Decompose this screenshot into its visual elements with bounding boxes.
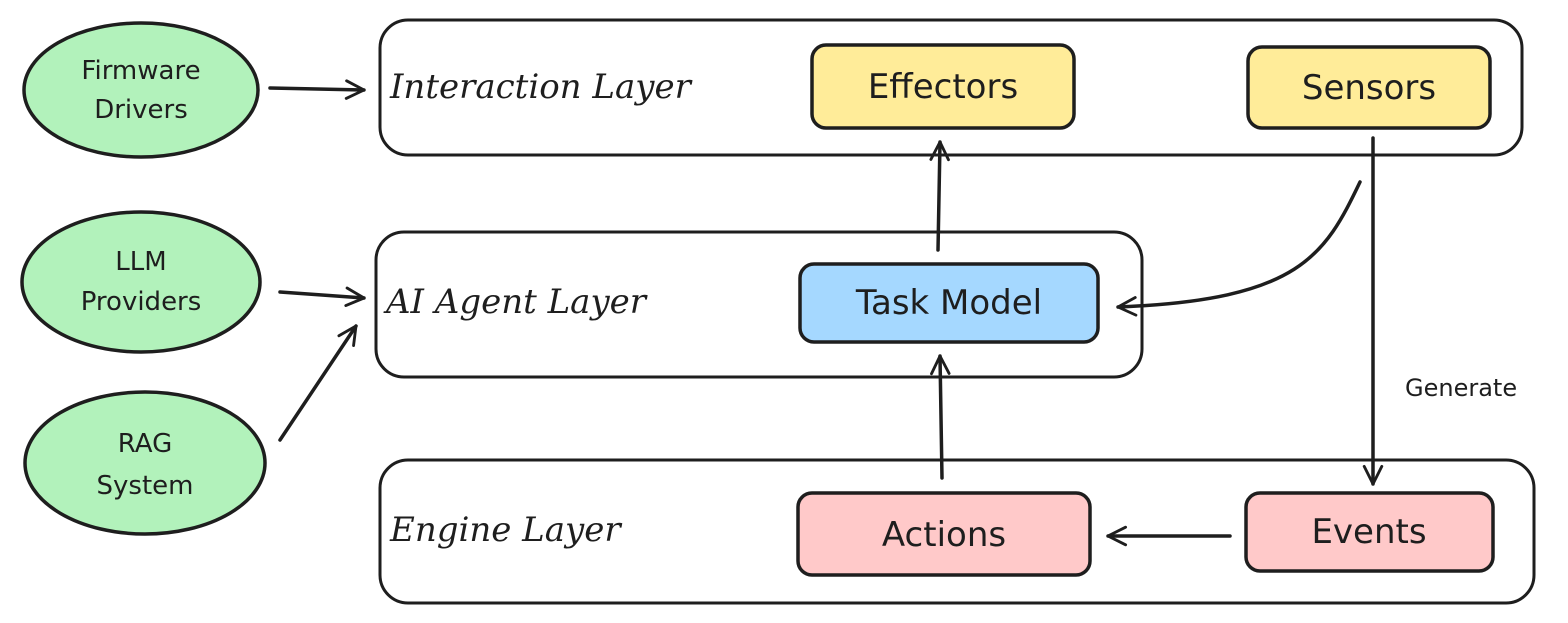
actions-to-task-model-arrow — [930, 354, 951, 480]
firmware-label-line2: Drivers — [94, 95, 188, 125]
firmware-to-interaction-arrow — [268, 79, 366, 100]
actions-label: Actions — [882, 515, 1006, 555]
engine-layer-label: Engine Layer — [389, 510, 622, 550]
effectors-box[interactable]: Effectors — [810, 43, 1076, 130]
ai-agent-layer-label: AI Agent Layer — [383, 282, 648, 322]
llm-to-agent-arrow — [278, 286, 366, 307]
sensors-to-task-model-arrow — [1116, 180, 1362, 317]
task-model-box[interactable]: Task Model — [798, 262, 1100, 344]
rag-label-line2: System — [97, 471, 194, 501]
interaction-layer-label: Interaction Layer — [389, 67, 693, 107]
task-model-label: Task Model — [855, 283, 1042, 323]
firmware-label-line1: Firmware — [81, 56, 200, 86]
task-model-to-effectors-arrow — [929, 140, 950, 252]
llm-label-line1: LLM — [115, 247, 166, 277]
rag-label-line1: RAG — [118, 429, 173, 459]
events-box[interactable]: Events — [1244, 491, 1495, 573]
events-label: Events — [1311, 512, 1426, 552]
rag-to-agent-arrow — [278, 324, 358, 442]
llm-providers-node[interactable]: LLM Providers — [20, 210, 262, 354]
sensors-label: Sensors — [1302, 68, 1436, 108]
firmware-drivers-node[interactable]: Firmware Drivers — [22, 21, 260, 159]
sensors-box[interactable]: Sensors — [1246, 45, 1492, 130]
rag-system-node[interactable]: RAG System — [23, 390, 267, 536]
generate-edge-label: Generate — [1405, 374, 1517, 402]
actions-box[interactable]: Actions — [796, 491, 1092, 577]
effectors-label: Effectors — [868, 67, 1018, 107]
llm-label-line2: Providers — [81, 287, 202, 317]
